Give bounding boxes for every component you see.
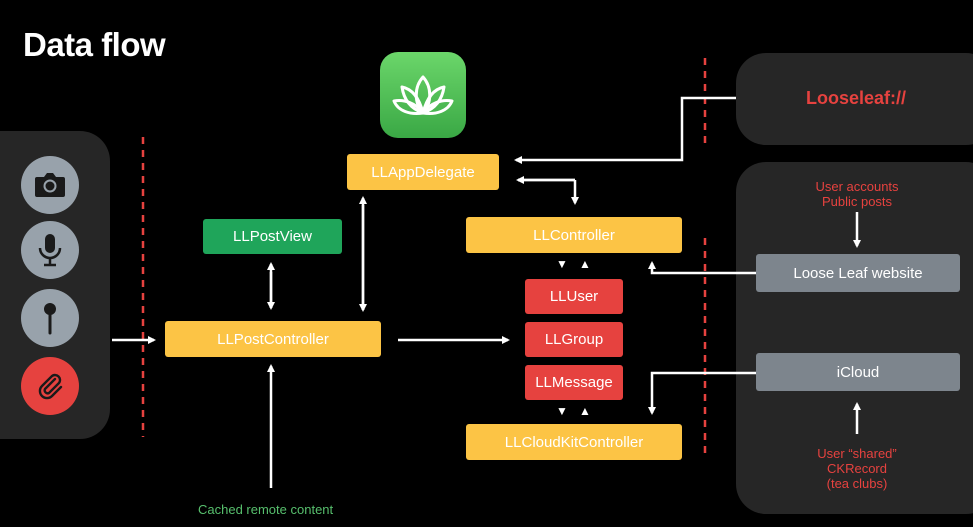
triangle-down-bottom: ▼ <box>556 404 568 418</box>
node-group: LLGroup <box>525 322 623 357</box>
node-post-view: LLPostView <box>203 219 342 254</box>
lotus-icon <box>392 75 454 115</box>
node-post-controller: LLPostController <box>165 321 381 357</box>
note-public-posts: Public posts <box>821 194 893 209</box>
triangle-down-top: ▼ <box>556 257 568 271</box>
microphone-icon <box>38 234 62 267</box>
note-ckrecord: CKRecord <box>827 461 887 476</box>
note-cached-content: Cached remote content <box>198 502 334 517</box>
node-cloudkit-controller: LLCloudKitController <box>466 424 682 460</box>
node-icloud: iCloud <box>756 353 960 391</box>
node-website: Loose Leaf website <box>756 254 960 292</box>
note-shared: User “shared” <box>817 446 897 461</box>
node-controller: LLController <box>466 217 682 253</box>
microphone-button[interactable] <box>21 221 79 279</box>
node-user: LLUser <box>525 279 623 314</box>
app-icon <box>380 52 466 138</box>
paperclip-icon <box>38 373 63 400</box>
attachment-button[interactable] <box>21 357 79 415</box>
page-title: Data flow <box>23 26 166 63</box>
camera-button[interactable] <box>21 156 79 214</box>
note-user-accounts: User accounts <box>815 179 899 194</box>
pin-button[interactable] <box>21 289 79 347</box>
camera-icon <box>35 173 65 197</box>
note-website-sources: User accounts Public posts <box>787 179 927 209</box>
triangle-up-top: ▲ <box>579 257 591 271</box>
remote-sources-panel <box>736 162 973 514</box>
note-icloud-sources: User “shared” CKRecord (tea clubs) <box>787 446 927 491</box>
url-scheme-label: Looseleaf:// <box>806 88 907 108</box>
url-scheme-panel <box>736 53 973 145</box>
note-tea-clubs: (tea clubs) <box>826 476 888 491</box>
node-message: LLMessage <box>525 365 623 400</box>
triangle-up-bottom: ▲ <box>579 404 591 418</box>
node-app-delegate: LLAppDelegate <box>347 154 499 190</box>
pin-icon <box>44 303 56 335</box>
